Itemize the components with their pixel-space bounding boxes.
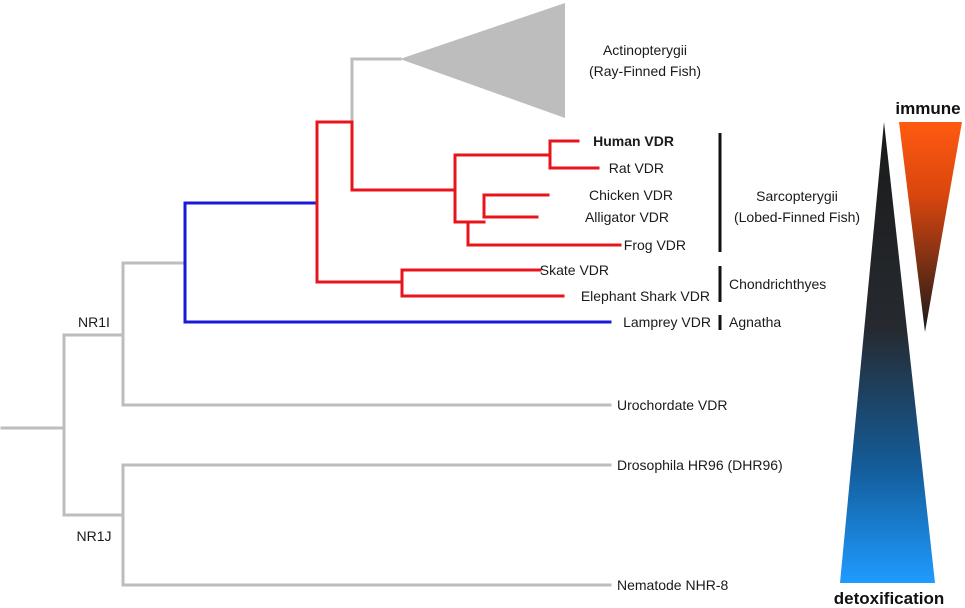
nr1j-node-label: NR1J (76, 528, 111, 544)
taxon-chicken-vdr: Chicken VDR (589, 187, 673, 203)
branch-amphibian-split (453, 220, 470, 247)
ray-finned-fish-label: (Ray-Finned Fish) (589, 63, 701, 79)
nr1j-label-bg (71, 527, 117, 545)
nr1i-node-label: NR1I (78, 314, 110, 330)
immune-label: immune (895, 99, 960, 118)
detoxification-gradient-wedge (840, 122, 935, 583)
taxon-lamprey-vdr: Lamprey VDR (623, 314, 711, 330)
chondrichthyes-label: Chondrichthyes (729, 276, 826, 292)
branch-actinopterygii (350, 57, 402, 124)
taxon-drosophila-hr96: Drosophila HR96 (DHR96) (617, 457, 783, 473)
taxon-skate-vdr: Skate VDR (540, 262, 609, 278)
taxon-elephant-shark-vdr: Elephant Shark VDR (581, 288, 710, 304)
taxon-human-vdr: Human VDR (593, 133, 674, 149)
taxon-frog-vdr: Frog VDR (624, 237, 686, 253)
nr1i-label-bg (72, 313, 116, 331)
gray-branches (0, 57, 612, 587)
taxon-urochordate-vdr: Urochordate VDR (617, 397, 728, 413)
lobed-finned-fish-label: (Lobed-Finned Fish) (734, 209, 860, 225)
actinopterygii-collapsed-clade (400, 3, 565, 118)
taxon-rat-vdr: Rat VDR (609, 160, 664, 176)
blue-branches (183, 201, 612, 324)
sarcopterygii-label: Sarcopterygii (756, 188, 838, 204)
agnatha-label: Agnatha (729, 314, 781, 330)
immune-gradient-wedge (899, 122, 962, 332)
actinopterygii-label: Actinopterygii (603, 42, 687, 58)
taxon-alligator-vdr: Alligator VDR (585, 209, 669, 225)
detoxification-label: detoxification (834, 589, 945, 608)
red-branches (315, 120, 622, 298)
taxon-nematode-nhr8: Nematode NHR-8 (617, 577, 728, 593)
